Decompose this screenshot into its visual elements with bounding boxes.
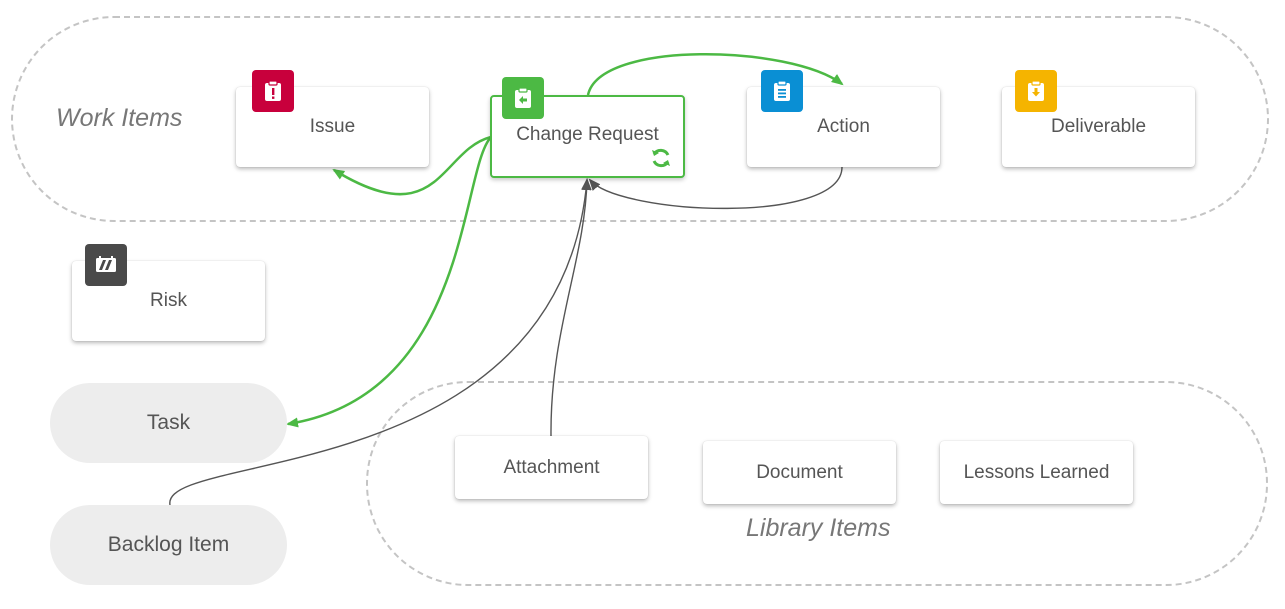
task-label: Task: [146, 411, 191, 434]
library-items-group: [366, 381, 1268, 586]
attachment-card[interactable]: Attachment: [455, 436, 648, 499]
exclamation-clipboard-icon: [265, 80, 281, 101]
change-request-label: Change Request: [516, 123, 659, 145]
connector-attachment-to-change-request: [550, 178, 592, 437]
risk-label: Risk: [150, 290, 187, 311]
backlog-item-label: Backlog Item: [107, 533, 230, 556]
connector-change-request-to-task: [286, 136, 492, 428]
document-card[interactable]: Document: [703, 441, 896, 504]
risk-badge: [85, 244, 127, 286]
lessons-learned-card[interactable]: Lessons Learned: [940, 441, 1133, 504]
task-pill[interactable]: Task: [50, 383, 287, 463]
hazard-icon: [96, 256, 116, 272]
connector-action-to-change-request: [588, 166, 843, 210]
arrow-clipboard-icon: [515, 87, 531, 108]
download-clipboard-icon: [1028, 80, 1044, 101]
list-clipboard-icon: [774, 80, 790, 101]
lessons-learned-label: Lessons Learned: [963, 461, 1110, 483]
connector-backlog-item-to-change-request: [169, 178, 592, 506]
connector-change-request-to-action: [586, 53, 844, 96]
work-items-group: [11, 16, 1269, 222]
work-items-group-label: Work Items: [56, 104, 183, 132]
backlog-item-pill[interactable]: Backlog Item: [50, 505, 287, 585]
deliverable-label: Deliverable: [1050, 116, 1147, 137]
change-request-badge: [502, 77, 544, 119]
issue-badge: [252, 70, 294, 112]
document-label: Document: [756, 461, 843, 483]
sync-icon[interactable]: [649, 146, 673, 170]
connector-change-request-to-issue: [332, 135, 492, 196]
deliverable-badge: [1015, 70, 1057, 112]
action-label: Action: [817, 116, 870, 137]
library-items-group-label: Library Items: [746, 514, 891, 542]
attachment-label: Attachment: [503, 456, 600, 478]
action-badge: [761, 70, 803, 112]
issue-label: Issue: [309, 116, 356, 137]
